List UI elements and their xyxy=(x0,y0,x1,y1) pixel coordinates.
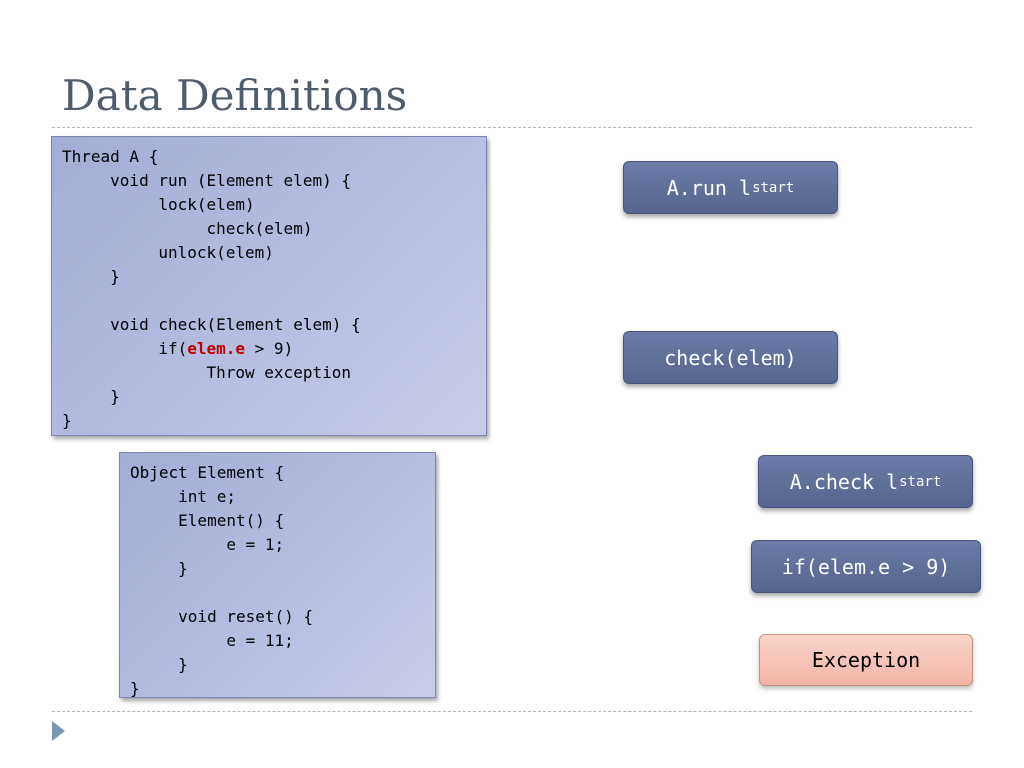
code-line: lock(elem) xyxy=(62,195,255,214)
code-line: e = 11; xyxy=(130,631,294,650)
code-line xyxy=(62,289,476,313)
flow-step-subscript: start xyxy=(752,179,795,196)
code-line: void check(Element elem) { xyxy=(62,315,361,334)
code-line: check(elem) xyxy=(62,219,313,238)
flow-step-check-elem: check(elem) xyxy=(623,331,838,384)
code-line: e = 1; xyxy=(130,535,285,554)
highlighted-field: elem.e xyxy=(187,339,246,358)
code-line: } xyxy=(130,679,140,698)
code-line: unlock(elem) xyxy=(62,243,274,262)
flow-step-if-condition: if(elem.e > 9) xyxy=(751,540,981,593)
code-line: void run (Element elem) { xyxy=(62,171,351,190)
code-line: } xyxy=(62,267,120,286)
code-line: Throw exception xyxy=(62,363,351,382)
flow-step-label: A.run l xyxy=(666,175,752,200)
code-line: } xyxy=(62,411,72,430)
code-line: } xyxy=(130,559,188,578)
code-line: } xyxy=(130,655,188,674)
code-line xyxy=(130,581,425,605)
code-line: void reset() { xyxy=(130,607,314,626)
if-suffix: > 9) xyxy=(245,339,294,358)
code-line: } xyxy=(62,387,120,406)
code-line: Object Element { xyxy=(130,463,285,482)
thread-code-box: Thread A { void run (Element elem) { loc… xyxy=(51,136,487,436)
object-code-box: Object Element { int e; Element() { e = … xyxy=(119,452,436,698)
code-line: Thread A { xyxy=(62,147,159,166)
if-prefix: if( xyxy=(62,339,188,358)
flow-step-exception: Exception xyxy=(759,634,973,686)
flow-step-label: A.check l xyxy=(789,469,899,494)
play-arrow-icon xyxy=(52,721,65,741)
slide-title: Data Definitions xyxy=(62,71,408,120)
code-line: Element() { xyxy=(130,511,285,530)
title-divider xyxy=(52,127,972,128)
code-line-if: if(elem.e > 9) xyxy=(62,337,476,361)
footer-divider xyxy=(52,711,972,712)
code-line: int e; xyxy=(130,487,236,506)
flow-step-label: check(elem) xyxy=(664,345,797,370)
flow-step-label: if(elem.e > 9) xyxy=(781,554,951,579)
flow-step-label: Exception xyxy=(811,648,921,672)
flow-step-subscript: start xyxy=(899,473,942,490)
